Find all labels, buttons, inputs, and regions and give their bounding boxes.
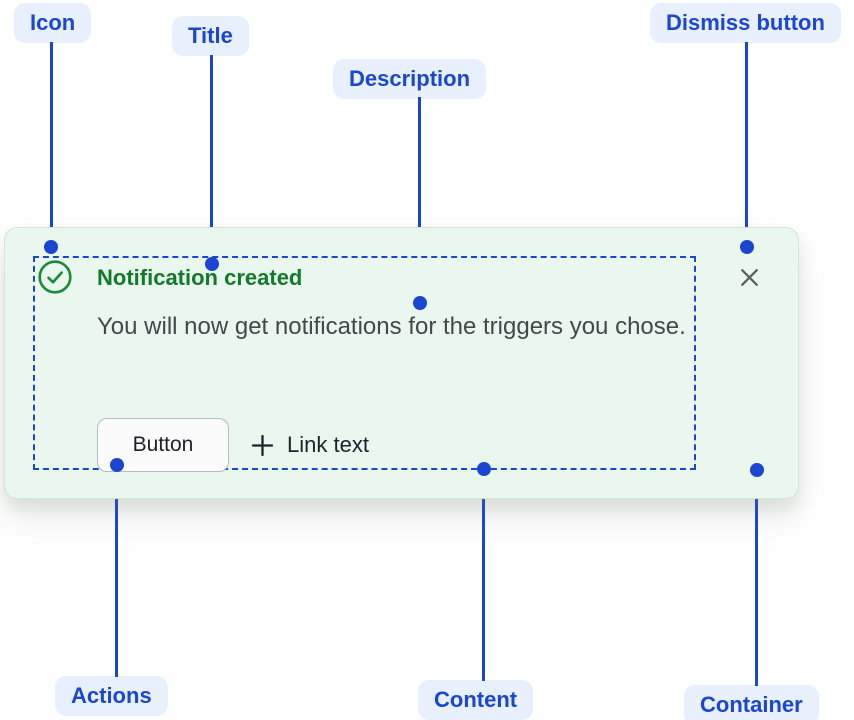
callout-label-container: Container [684, 685, 819, 720]
callout-label-dismiss-button: Dismiss button [650, 3, 841, 43]
description-callout-line [418, 97, 421, 300]
dismiss-callout-dot [740, 240, 754, 254]
description-callout-dot [413, 296, 427, 310]
callout-label-content: Content [418, 680, 534, 720]
callout-label-icon: Icon [14, 3, 92, 43]
container-callout-dot [750, 463, 764, 477]
check-circle-icon [38, 260, 72, 294]
icon-callout-line [50, 42, 53, 243]
callout-label-title: Title [172, 16, 249, 56]
link-label: Link text [287, 432, 369, 457]
close-icon [737, 265, 762, 290]
notification-actions: Button Link text [97, 418, 369, 472]
plus-icon [251, 434, 274, 457]
container-callout-line [755, 471, 758, 686]
notification-title: Notification created [97, 265, 303, 290]
dismiss-button[interactable] [734, 262, 764, 292]
notification-container: Notification created You will now get no… [4, 227, 799, 499]
actions-callout-line [115, 466, 118, 677]
title-callout-line [210, 55, 213, 261]
callout-label-description: Description [333, 59, 487, 99]
notification-description: You will now get notifications for the t… [97, 313, 686, 340]
callout-label-actions: Actions [55, 676, 168, 716]
link-action[interactable]: Link text [251, 432, 369, 458]
title-callout-dot [205, 257, 219, 271]
content-callout-dot [477, 462, 491, 476]
content-callout-line [482, 470, 485, 681]
icon-callout-dot [44, 240, 58, 254]
actions-callout-dot [110, 458, 124, 472]
dismiss-callout-line [745, 42, 748, 243]
